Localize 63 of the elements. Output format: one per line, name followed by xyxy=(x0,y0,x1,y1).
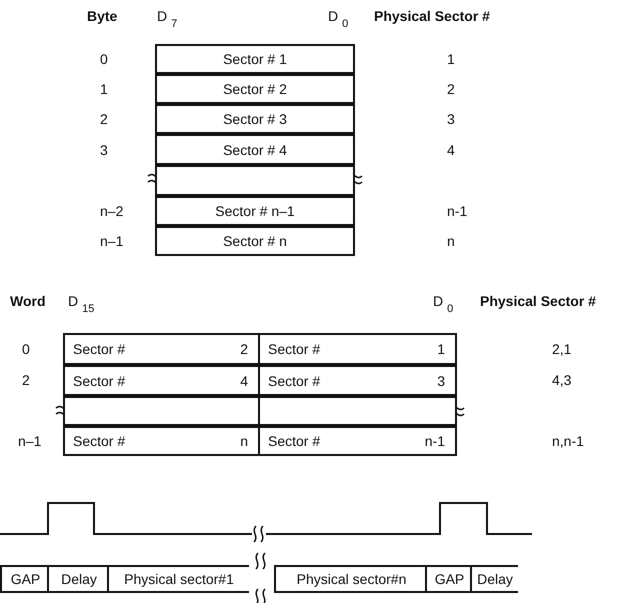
sector-cell xyxy=(155,74,355,104)
field-label: GAP xyxy=(434,571,464,587)
sector-cell xyxy=(155,104,355,134)
sector-cell xyxy=(155,226,355,256)
row-label: n,n-1 xyxy=(552,433,584,449)
bit-label: D$_{0}$ xyxy=(328,8,348,30)
row-label: n xyxy=(447,233,455,249)
bit-label: D$_{7}$ xyxy=(157,8,178,30)
row-label: 1 xyxy=(447,51,455,67)
bit-label: D$_{0}$ xyxy=(433,293,454,315)
sector-label: Sector # 4 xyxy=(223,142,287,158)
sector-number: 1 xyxy=(437,341,445,357)
sector-label: Sector # xyxy=(268,372,320,388)
sector-cell xyxy=(63,333,260,365)
sector-cell xyxy=(63,426,260,456)
sector-label: Sector # xyxy=(73,372,126,388)
sector-label: Sector # 3 xyxy=(223,111,287,127)
row-label: 3 xyxy=(100,142,108,158)
sector-label: Sector # xyxy=(73,341,126,357)
sector-cell xyxy=(155,44,355,74)
row-label: 3 xyxy=(447,111,455,127)
sector-cell xyxy=(155,196,355,226)
bit-label: D$_{15}$ xyxy=(68,293,94,315)
sector-number: n-1 xyxy=(424,433,445,449)
sector-cell xyxy=(258,333,457,365)
row-label: 0 xyxy=(22,341,30,357)
sector-label: Sector # xyxy=(73,433,126,449)
sector-label: Sector # n xyxy=(223,233,287,249)
column-heading: Byte xyxy=(87,8,118,24)
empty-cell xyxy=(155,165,355,196)
row-label: 1 xyxy=(100,81,108,97)
sector-cell xyxy=(258,365,457,396)
field-label: Delay xyxy=(61,571,97,587)
row-label: 2 xyxy=(100,111,108,127)
row-label: 2 xyxy=(447,81,455,97)
sector-label: Sector # xyxy=(268,341,320,357)
sector-label: Sector # xyxy=(268,433,320,449)
field-label: Delay xyxy=(477,571,513,587)
row-label: 2,1 xyxy=(552,341,572,357)
sector-cell xyxy=(63,365,260,396)
sector-number: 2 xyxy=(240,341,248,357)
sector-number: n xyxy=(240,433,248,449)
sector-cell xyxy=(258,426,457,456)
row-label: 2 xyxy=(22,372,30,388)
sector-label: Sector # 1 xyxy=(223,51,287,67)
field-label: GAP xyxy=(10,571,40,587)
sector-label: Sector # 2 xyxy=(223,81,287,97)
row-label: n–2 xyxy=(100,203,124,219)
row-label: 4 xyxy=(447,142,455,158)
sector-cell xyxy=(155,134,355,165)
sector-number: 3 xyxy=(437,372,445,388)
row-label: n-1 xyxy=(447,203,468,219)
field-label: Physical sector#n xyxy=(296,571,406,587)
row-label: n–1 xyxy=(100,233,124,249)
column-heading: Physical Sector # xyxy=(480,293,596,309)
row-label: n–1 xyxy=(18,433,42,449)
column-heading: Physical Sector # xyxy=(374,8,490,24)
sector-label: Sector # n–1 xyxy=(215,203,295,219)
field-label: Physical sector#1 xyxy=(124,571,234,587)
column-heading: Word xyxy=(10,293,46,309)
row-label: 4,3 xyxy=(552,372,572,388)
sector-number: 4 xyxy=(240,372,248,388)
row-label: 0 xyxy=(100,51,108,67)
